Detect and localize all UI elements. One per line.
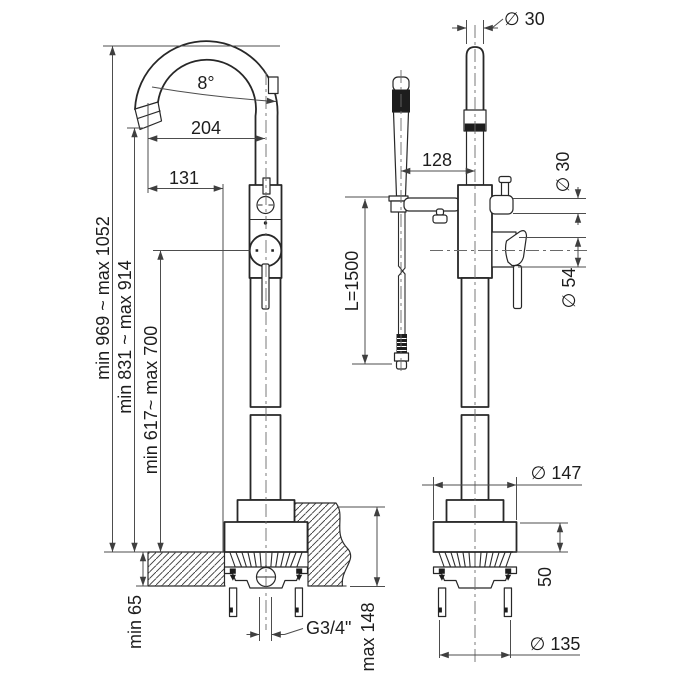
column-top-cap: [465, 46, 485, 111]
front-view: [134, 40, 352, 618]
riser-column: [457, 46, 528, 501]
diverter-knob: [256, 195, 275, 215]
flange-diameter-label: ∅ 147: [531, 463, 582, 483]
lever-bar: [512, 264, 523, 310]
mixer-body: [248, 177, 283, 501]
handshower-offset-label: 128: [422, 150, 452, 170]
spout-set-screw: [267, 76, 279, 95]
hose-nipple: [435, 208, 445, 216]
spout-outlet-elbow: [489, 194, 514, 215]
hand-shower: [388, 76, 461, 370]
riser-diameter-label: ∅ 30: [504, 9, 545, 29]
body-diameter-label: ∅ 54: [559, 268, 579, 309]
side-view: [388, 46, 528, 618]
handle-hub: [248, 233, 283, 268]
shower-hose: [397, 211, 406, 335]
dim-angle-line: [151, 86, 277, 105]
floor-section-left: [147, 551, 226, 587]
handle-height-label: min 617~ max 700: [141, 326, 161, 475]
spout: [134, 40, 279, 186]
riser-pipe-lower: [249, 414, 282, 501]
spout-reach-label: 204: [191, 118, 221, 138]
dimensions: [103, 18, 586, 659]
diverter-stem: [500, 180, 510, 198]
centerlines: [265, 25, 587, 662]
thread-label: G3/4": [306, 618, 351, 638]
angle-label: 8°: [197, 73, 214, 93]
spout-to-base-label: 131: [169, 168, 199, 188]
body-connector: [262, 177, 271, 195]
hose-length-label: L=1500: [342, 251, 362, 312]
flange-height-label: 50: [535, 567, 555, 587]
spout-height-label: min 831 ~ max 914: [115, 260, 135, 414]
dimension-labels: 8° 204 131 min 969 ~ max 1052 min 831 ~ …: [93, 9, 581, 672]
hose-fitting: [393, 352, 410, 362]
anchor-diameter-label: ∅ 135: [530, 634, 581, 654]
floor-max-label: max 148: [358, 602, 378, 671]
outlet-diameter-label: ∅ 30: [553, 152, 573, 193]
hose-ribbed-end: [396, 334, 407, 353]
lever-blade: [504, 230, 528, 267]
overall-height-label: min 969 ~ max 1052: [93, 216, 113, 380]
floor-min-label: min 65: [125, 595, 145, 649]
lever-handle: [261, 263, 270, 310]
slide-arm: [403, 197, 461, 212]
